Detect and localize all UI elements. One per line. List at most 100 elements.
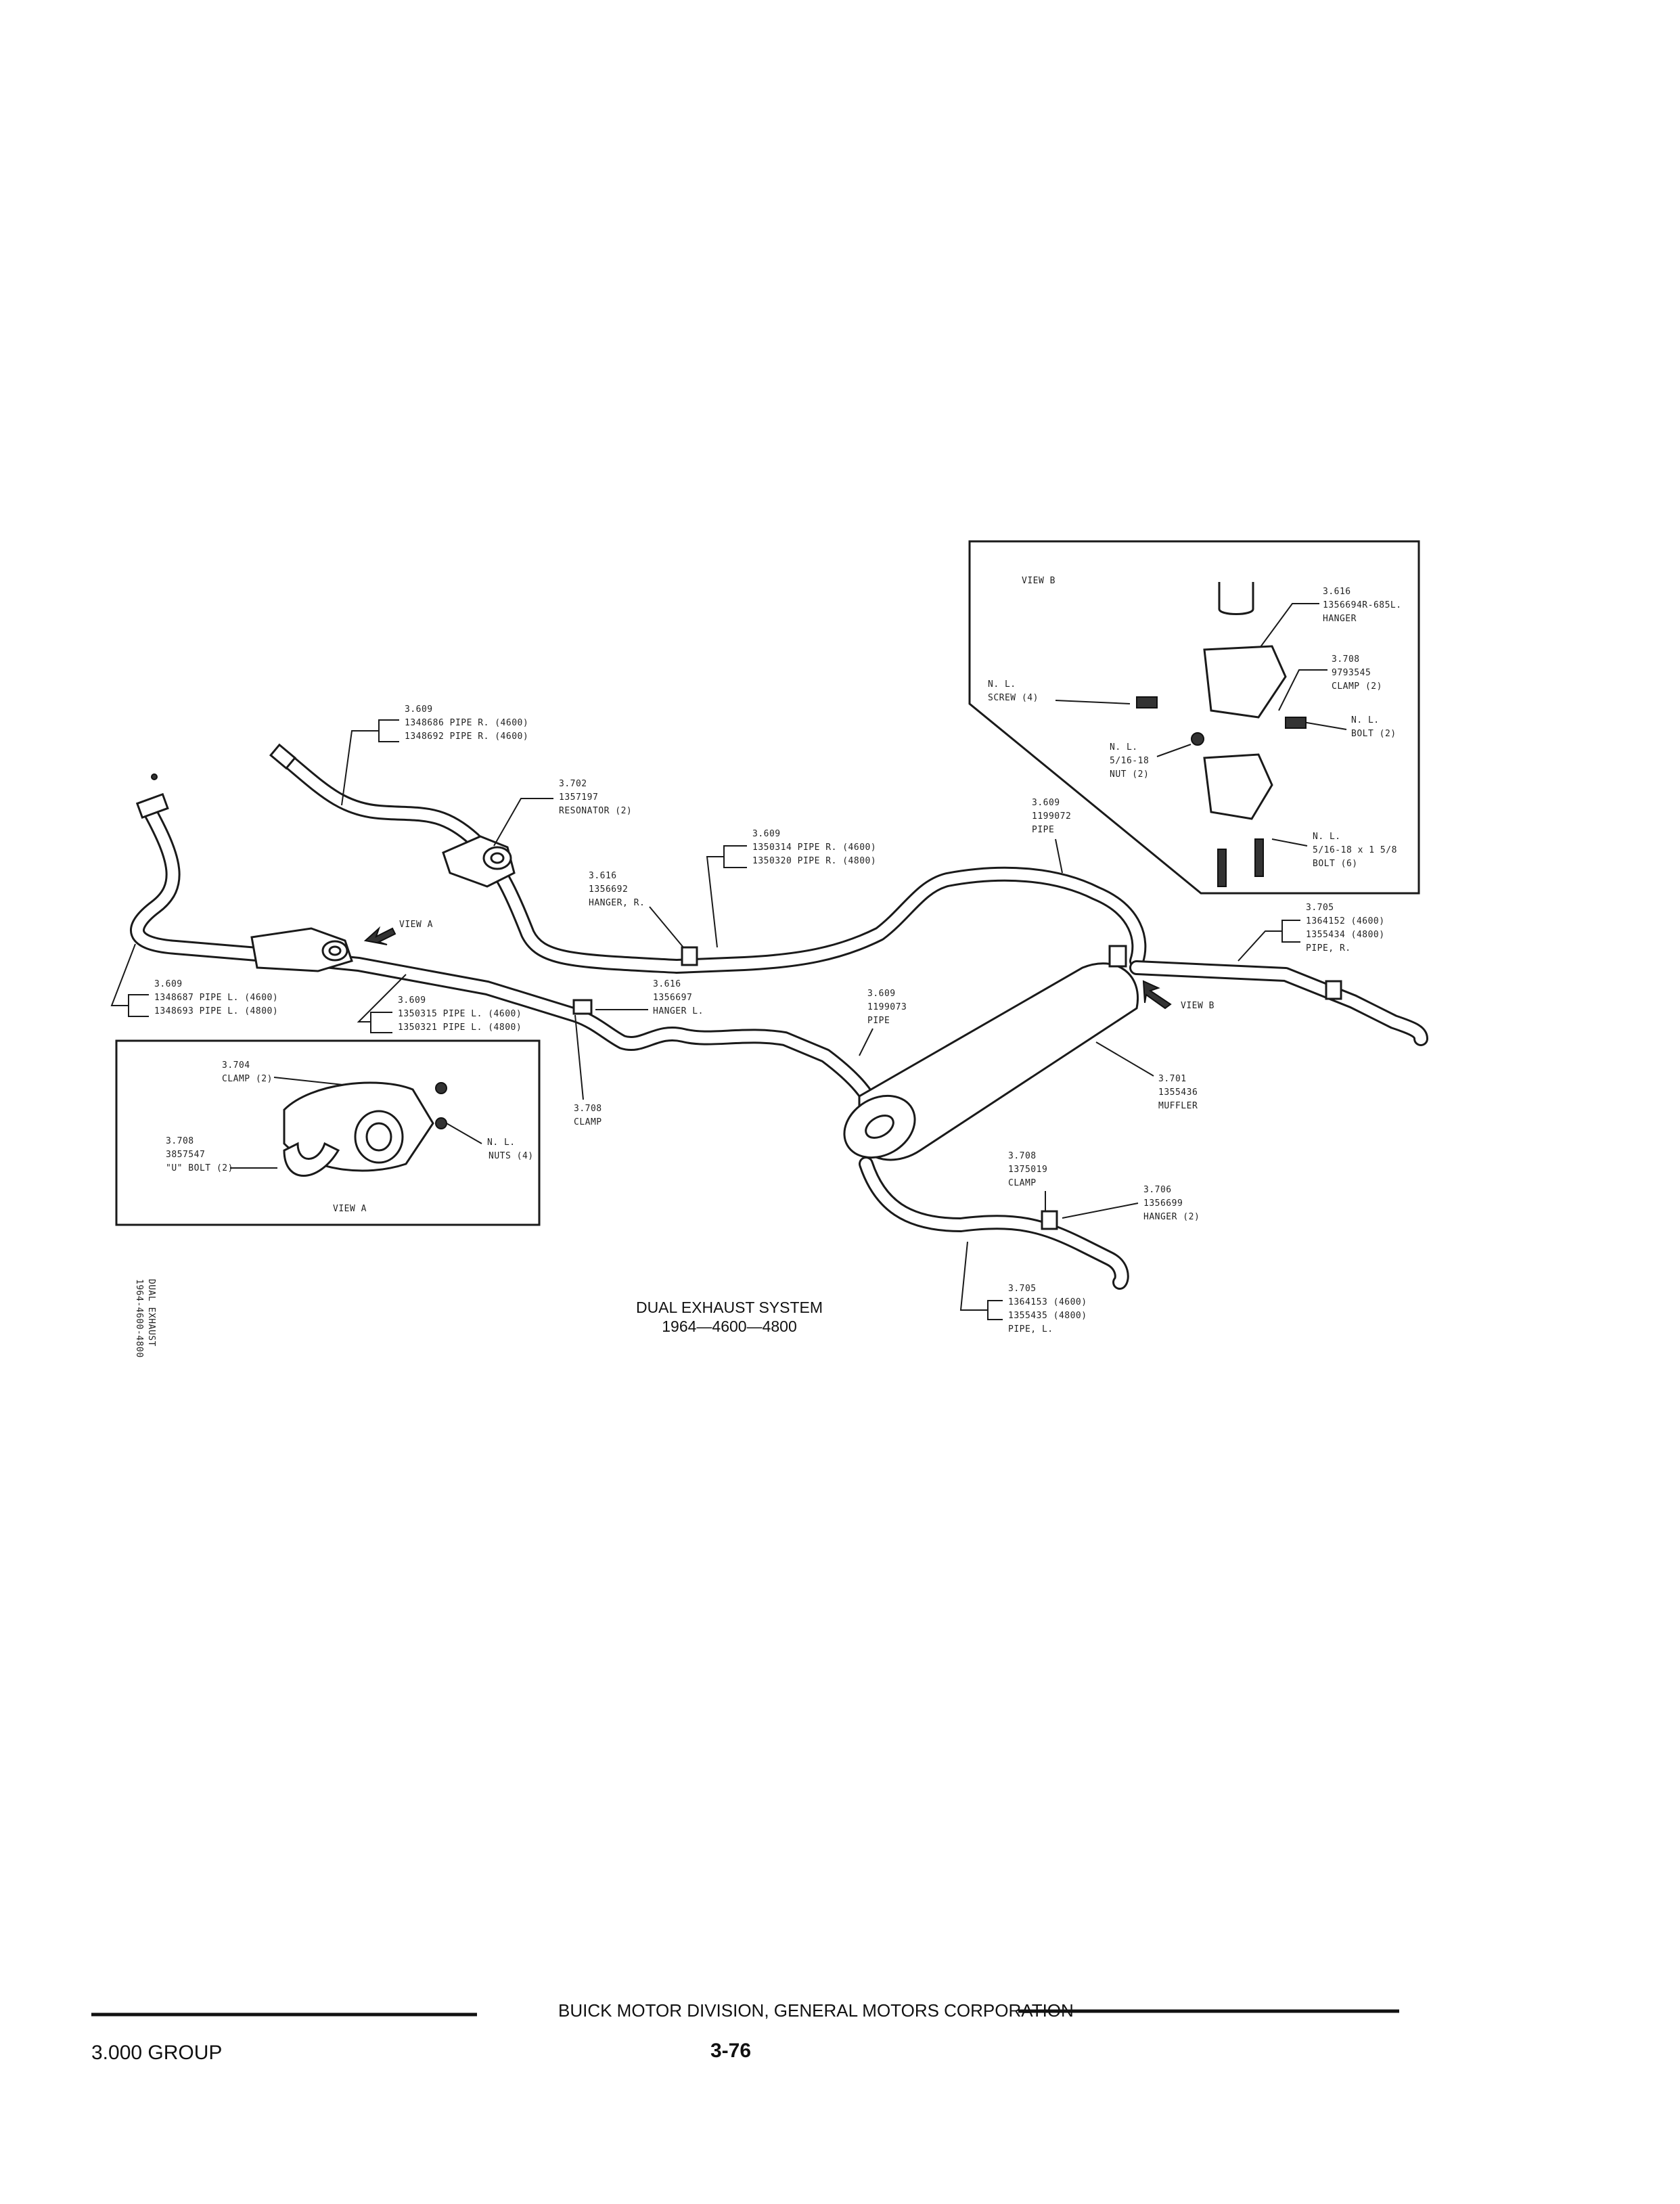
svg-text:3.704: 3.704 xyxy=(222,1060,250,1071)
svg-text:3.609: 3.609 xyxy=(752,829,781,839)
svg-text:MUFFLER: MUFFLER xyxy=(1158,1101,1198,1111)
svg-text:N. L.: N. L. xyxy=(1313,832,1341,842)
footer-division: BUICK MOTOR DIVISION, GENERAL MOTORS COR… xyxy=(558,2000,1074,2021)
svg-text:3.616: 3.616 xyxy=(589,871,617,881)
view-b-inset: VIEW B 3.616 1356694R-685L. HANGER 3.708… xyxy=(968,540,1420,895)
svg-text:1356692: 1356692 xyxy=(589,884,628,895)
svg-text:DUAL EXHAUST SYSTEM: DUAL EXHAUST SYSTEM xyxy=(636,1299,823,1316)
svg-text:1350321 PIPE L. (4800): 1350321 PIPE L. (4800) xyxy=(398,1022,522,1033)
svg-text:PIPE: PIPE xyxy=(867,1016,890,1026)
svg-text:3.702: 3.702 xyxy=(559,779,587,789)
resonator-right xyxy=(442,835,516,888)
svg-text:1199073: 1199073 xyxy=(867,1002,907,1012)
svg-text:PIPE, L.: PIPE, L. xyxy=(1008,1324,1053,1334)
svg-text:3.706: 3.706 xyxy=(1143,1185,1172,1195)
svg-text:3857547: 3857547 xyxy=(166,1150,205,1160)
hanger-right-small xyxy=(681,946,698,966)
svg-text:3.705: 3.705 xyxy=(1008,1284,1037,1294)
side-caption: DUAL EXHAUST 1964-4600-4800 xyxy=(134,1279,156,1358)
svg-text:3.609: 3.609 xyxy=(154,979,183,989)
callout-hanger-tail: 3.706 1356699 HANGER (2) xyxy=(1062,1185,1200,1222)
callout-pipe-1199072: 3.609 1199072 PIPE xyxy=(1032,798,1071,874)
diagram-title: DUAL EXHAUST SYSTEM 1964—4600—4800 xyxy=(636,1299,823,1335)
clamp-left-front xyxy=(572,999,593,1015)
svg-text:CLAMP: CLAMP xyxy=(1008,1178,1037,1188)
svg-text:VIEW A: VIEW A xyxy=(399,920,433,930)
callout-pipe-r-tail: 3.705 1364152 (4600) 1355434 (4800) PIPE… xyxy=(1238,903,1385,962)
resonator-left xyxy=(250,927,353,972)
pipe-assembly xyxy=(130,749,1428,1290)
svg-text:1199072: 1199072 xyxy=(1032,811,1071,822)
svg-text:DUAL EXHAUST: DUAL EXHAUST xyxy=(146,1279,156,1347)
svg-text:PIPE: PIPE xyxy=(1032,825,1054,835)
svg-text:3.609: 3.609 xyxy=(867,989,896,999)
svg-text:VIEW A: VIEW A xyxy=(333,1204,367,1214)
callout-pipe-1199073: 3.609 1199073 PIPE xyxy=(859,989,907,1056)
muffler xyxy=(843,962,1139,1161)
callout-muffler: 3.701 1355436 MUFFLER xyxy=(1095,1041,1198,1111)
svg-text:CLAMP (2): CLAMP (2) xyxy=(222,1074,273,1084)
svg-text:3.616: 3.616 xyxy=(653,979,681,989)
svg-text:3.708: 3.708 xyxy=(166,1136,194,1146)
svg-text:"U" BOLT (2): "U" BOLT (2) xyxy=(166,1163,233,1173)
svg-text:5/16-18: 5/16-18 xyxy=(1110,756,1149,766)
svg-text:NUT (2): NUT (2) xyxy=(1110,769,1149,780)
callout-resonator: 3.702 1357197 RESONATOR (2) xyxy=(493,779,632,847)
svg-text:1348692 PIPE R. (4600): 1348692 PIPE R. (4600) xyxy=(405,732,528,742)
svg-text:PIPE, R.: PIPE, R. xyxy=(1306,943,1351,953)
svg-text:CLAMP (2): CLAMP (2) xyxy=(1332,681,1382,692)
svg-text:1964—4600—4800: 1964—4600—4800 xyxy=(662,1318,797,1335)
svg-text:N. L.: N. L. xyxy=(1351,715,1380,725)
svg-text:1355435 (4800): 1355435 (4800) xyxy=(1008,1311,1087,1321)
footer-page-number: 3-76 xyxy=(710,2040,751,2062)
callout-pipe-r-front: 3.609 1348686 PIPE R. (4600) 1348692 PIP… xyxy=(341,704,528,806)
svg-text:1355436: 1355436 xyxy=(1158,1087,1198,1098)
callout-pipe-r-mid: 3.609 1350314 PIPE R. (4600) 1350320 PIP… xyxy=(706,829,876,948)
svg-text:1350314 PIPE R. (4600): 1350314 PIPE R. (4600) xyxy=(752,842,876,853)
svg-text:3.708: 3.708 xyxy=(1332,654,1360,665)
svg-text:N. L.: N. L. xyxy=(1110,742,1138,752)
svg-text:N. L.: N. L. xyxy=(487,1138,516,1148)
svg-text:BOLT (2): BOLT (2) xyxy=(1351,729,1397,739)
svg-text:CLAMP: CLAMP xyxy=(574,1117,602,1127)
hanger-tail-right xyxy=(1325,980,1342,1000)
svg-text:1357197: 1357197 xyxy=(559,792,598,803)
svg-text:3.609: 3.609 xyxy=(405,704,433,715)
svg-text:VIEW B: VIEW B xyxy=(1022,576,1055,586)
svg-text:1348687 PIPE L. (4600): 1348687 PIPE L. (4600) xyxy=(154,993,278,1003)
svg-text:1364152 (4600): 1364152 (4600) xyxy=(1306,916,1385,926)
svg-text:1350320 PIPE R. (4800): 1350320 PIPE R. (4800) xyxy=(752,856,876,866)
svg-text:1348693 PIPE L. (4800): 1348693 PIPE L. (4800) xyxy=(154,1006,278,1016)
callout-pipe-l-tail: 3.705 1364153 (4600) 1355435 (4800) PIPE… xyxy=(959,1241,1087,1334)
callout-view-a-arrow: VIEW A xyxy=(363,920,433,945)
clamp-right-mid xyxy=(1108,945,1127,968)
callout-view-b-arrow: VIEW B xyxy=(1142,980,1214,1011)
pipe-inlet-right xyxy=(269,743,297,770)
svg-text:1964-4600-4800: 1964-4600-4800 xyxy=(134,1279,144,1358)
svg-text:3.701: 3.701 xyxy=(1158,1074,1187,1084)
svg-text:SCREW (4): SCREW (4) xyxy=(988,693,1039,703)
svg-text:5/16-18 x 1 5/8: 5/16-18 x 1 5/8 xyxy=(1313,845,1397,855)
footer: BUICK MOTOR DIVISION, GENERAL MOTORS COR… xyxy=(91,2000,1399,2064)
svg-text:3.705: 3.705 xyxy=(1306,903,1334,913)
svg-text:1348686 PIPE R. (4600): 1348686 PIPE R. (4600) xyxy=(405,718,528,728)
callout-pipe-l-front: 3.609 1348687 PIPE L. (4600) 1348693 PIP… xyxy=(110,943,278,1017)
svg-text:NUTS (4): NUTS (4) xyxy=(489,1151,534,1161)
footer-group: 3.000 GROUP xyxy=(91,2042,222,2064)
callout-hanger-l: 3.616 1356697 HANGER L. xyxy=(595,979,704,1016)
svg-text:3.609: 3.609 xyxy=(1032,798,1060,808)
callout-hanger-r: 3.616 1356692 HANGER, R. xyxy=(589,871,684,948)
svg-text:1375019: 1375019 xyxy=(1008,1165,1047,1175)
svg-text:1356697: 1356697 xyxy=(653,993,692,1003)
svg-text:3.616: 3.616 xyxy=(1323,587,1351,597)
svg-text:BOLT (6): BOLT (6) xyxy=(1313,859,1358,869)
svg-text:3.609: 3.609 xyxy=(398,995,426,1006)
callout-clamp-3708: 3.708 CLAMP xyxy=(574,1014,602,1127)
svg-text:HANGER L.: HANGER L. xyxy=(653,1006,704,1016)
svg-text:1355434 (4800): 1355434 (4800) xyxy=(1306,930,1385,940)
svg-text:1364153 (4600): 1364153 (4600) xyxy=(1008,1297,1087,1307)
svg-text:RESONATOR (2): RESONATOR (2) xyxy=(559,806,632,816)
svg-text:1356699: 1356699 xyxy=(1143,1198,1183,1209)
